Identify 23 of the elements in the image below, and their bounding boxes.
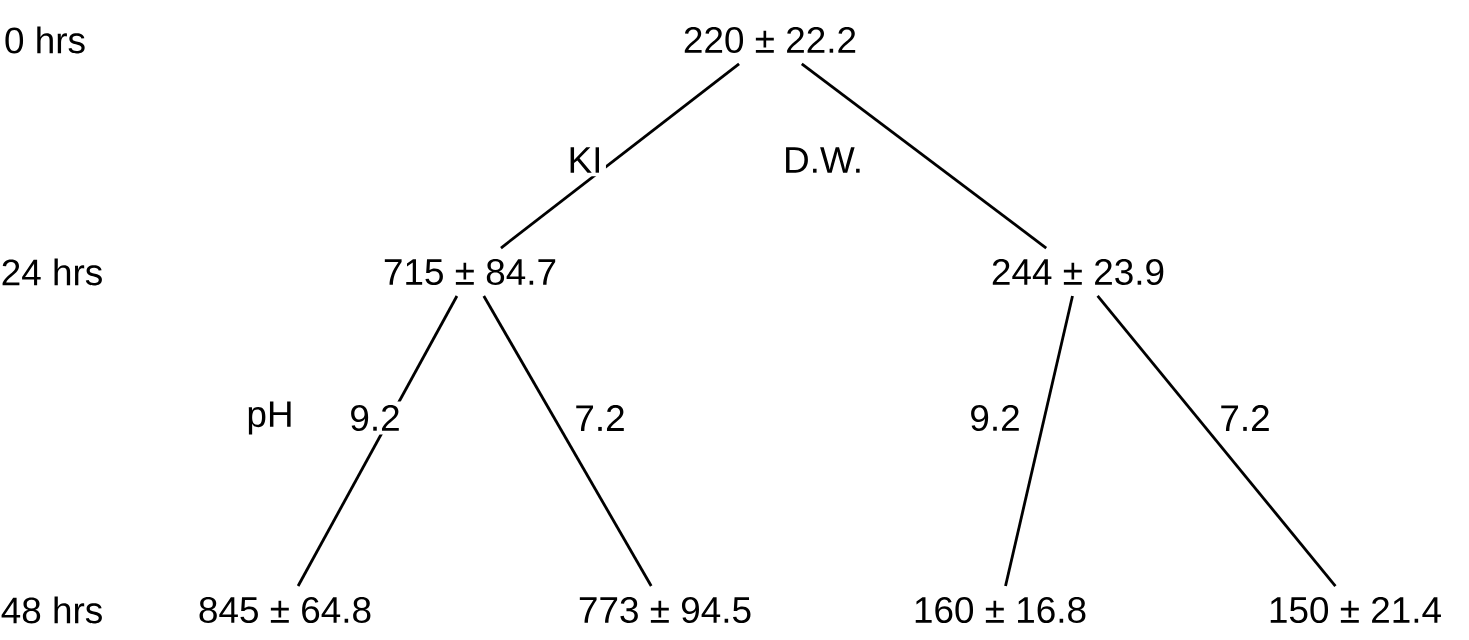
row-label: pH	[248, 401, 291, 435]
value-text: 773 ± 94.5	[579, 596, 751, 624]
value-text: 150 ± 21.4	[1270, 596, 1441, 624]
branch-line	[1096, 295, 1337, 587]
edge-label: 9.2	[965, 401, 1025, 435]
row-label: 48 hrs	[1, 596, 102, 624]
branch-line	[296, 295, 459, 587]
branch-line	[482, 295, 653, 587]
row-label: 24 hrs	[2, 258, 102, 286]
row-label: 0 hrs	[5, 26, 85, 54]
edge-label: KI	[564, 143, 606, 177]
value-text: 244 ± 23.9	[992, 258, 1164, 286]
value-text: 220 ± 22.2	[684, 26, 856, 54]
value-text: 715 ± 84.7	[384, 258, 556, 286]
value-text: 160 ± 16.8	[915, 596, 1086, 624]
edge-label: 9.2	[345, 401, 405, 435]
edge-label: D.W.	[779, 143, 867, 177]
value-text: 845 ± 64.8	[199, 596, 371, 624]
branch-line	[1004, 295, 1074, 587]
edge-label: 7.2	[1215, 401, 1275, 435]
branch-line	[500, 62, 740, 250]
branch-line	[800, 62, 1048, 250]
edge-label: 7.2	[570, 401, 630, 435]
